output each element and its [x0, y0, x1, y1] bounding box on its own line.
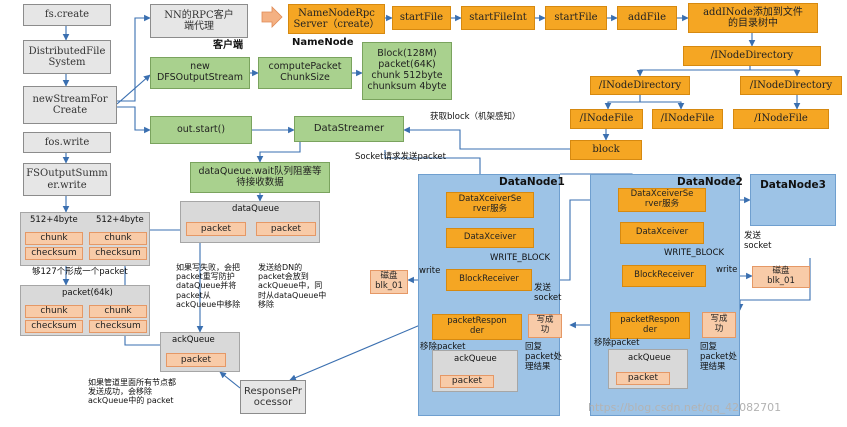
client-ackqueue-packet: packet	[166, 353, 226, 367]
dn1-write-label: write	[419, 266, 441, 276]
dataqueue-title: dataQueue	[232, 204, 280, 214]
client-section-label: 客户端	[213, 40, 243, 51]
inode-file-2: /INodeFile	[652, 109, 723, 129]
block-box: block	[570, 140, 642, 160]
write-fail-note: 如果写失败，会把 packet重写防护 dataQueue并将 packet从 …	[176, 263, 241, 309]
fs-output-summer-write-box: FSOutputSumm er.write	[23, 163, 111, 196]
dn1-reply-packet-label: 回复 packet处 理结果	[525, 342, 562, 372]
dn1-packet-responder: packetRespon der	[432, 314, 522, 340]
out-start-box: out.start()	[150, 116, 252, 144]
compute-packet-chunk-size-box: computePacket ChunkSize	[258, 57, 352, 89]
dn2-block-receiver: BlockReceiver	[622, 265, 706, 287]
dataqueue-packet: packet	[186, 222, 246, 236]
datanode1-title: DataNode1	[499, 176, 565, 188]
nn-rpc-client-proxy-box: NN的RPC客户 端代理	[150, 4, 248, 38]
socket-request-label: Socket请求发送packet	[355, 152, 446, 162]
dn2-write-block-label: WRITE_BLOCK	[664, 248, 725, 258]
chunk-size-label-left: 512+4byte	[30, 215, 78, 225]
chunk-cell: chunk	[89, 305, 147, 318]
checksum-cell: checksum	[89, 320, 147, 333]
start-file-2-box: startFile	[545, 6, 607, 30]
block-info-box: Block(128M) packet(64K) chunk 512byte ch…	[362, 42, 452, 100]
namenode-rpc-server-box: NameNodeRpc Server（create）	[288, 4, 385, 34]
start-file-int-box: startFileInt	[461, 6, 535, 30]
all-success-note: 如果管道里面所有节点都 发送成功，会移除 ackQueue中的 packet	[88, 378, 176, 406]
namenode-label: NameNode	[292, 37, 354, 48]
checksum-cell: checksum	[25, 247, 83, 260]
dn2-write-label: write	[716, 265, 738, 275]
chunk-size-label-right: 512+4byte	[96, 215, 144, 225]
dn1-ackqueue-packet: packet	[440, 375, 494, 388]
dn1-dataxceiver-server: DataXceiverSe rver服务	[446, 192, 534, 218]
dn1-disk-box: 磁盘 blk_01	[370, 270, 408, 294]
dn2-write-success-box: 写成 功	[702, 312, 736, 338]
dn1-write-success-box: 写成 功	[528, 314, 562, 338]
dn2-send-socket-label: 发送 socket	[744, 231, 772, 251]
checksum-cell: checksum	[89, 247, 147, 260]
dn2-remove-packet-label: 移除packet	[594, 338, 640, 348]
dn1-ackqueue-title: ackQueue	[454, 354, 497, 364]
dataqueue-wait-box: dataQueue.wait队列阻塞等 待接收数据	[190, 162, 330, 193]
chunk-cell: chunk	[25, 232, 83, 245]
client-ackqueue-title: ackQueue	[172, 335, 215, 345]
add-inode-box: addINode添加到文件 的目录树中	[688, 3, 818, 33]
inode-file-3: /INodeFile	[733, 109, 829, 129]
chunks-to-packet-label: 够127个形成一个packet	[32, 267, 128, 277]
dn2-packet-responder: packetRespon der	[610, 312, 690, 339]
packet-64k-label: packet(64k)	[62, 288, 113, 298]
dn2-dataxceiver: DataXceiver	[620, 222, 704, 244]
dn1-dataxceiver: DataXceiver	[446, 228, 534, 248]
dataqueue-packet: packet	[256, 222, 316, 236]
dn2-reply-packet-label: 回复 packet处 理结果	[700, 342, 737, 372]
new-stream-for-create-box: newStreamFor Create	[23, 86, 117, 124]
checksum-cell: checksum	[25, 320, 83, 333]
get-block-label: 获取block（机架感知）	[430, 112, 521, 122]
dn1-remove-packet-label: 移除packet	[420, 342, 466, 352]
dn2-disk-box: 磁盘 blk_01	[752, 266, 810, 288]
inode-directory-left: /INodeDirectory	[590, 76, 690, 95]
datanode2-title: DataNode2	[677, 176, 743, 188]
response-processor-box: ResponsePr ocessor	[240, 380, 306, 414]
root-inode-directory: /INodeDirectory	[683, 46, 821, 66]
inode-directory-right: /INodeDirectory	[740, 76, 842, 95]
datanode3-title: DataNode3	[760, 179, 826, 191]
add-file-box: addFile	[617, 6, 677, 30]
new-dfs-output-stream-box: new DFSOutputStream	[150, 57, 250, 89]
chunk-cell: chunk	[89, 232, 147, 245]
start-file-box: startFile	[392, 6, 451, 30]
dn2-ackqueue-packet: packet	[616, 372, 670, 385]
dn1-block-receiver: BlockReceiver	[446, 269, 532, 291]
datanode3-panel: DataNode3	[750, 174, 836, 226]
send-to-dn-note: 发送给DN的 packet会放到 ackQueue中，同 时从dataQueue…	[258, 263, 327, 309]
dn1-write-block-label: WRITE_BLOCK	[490, 253, 551, 263]
watermark-text: https://blog.csdn.net/qq_42082701	[588, 401, 782, 414]
dn2-ackqueue-title: ackQueue	[628, 353, 671, 363]
chunk-cell: chunk	[25, 305, 83, 318]
fos-write-box: fos.write	[23, 132, 111, 153]
distributed-file-system-box: DistributedFile System	[23, 40, 111, 74]
fs-create-box: fs.create	[23, 4, 111, 26]
dn1-send-socket-label: 发送 socket	[534, 283, 562, 303]
data-streamer-box: DataStreamer	[294, 116, 404, 142]
inode-file-1: /INodeFile	[570, 109, 643, 129]
dn2-dataxceiver-server: DataXceiverSe rver服务	[618, 188, 706, 212]
